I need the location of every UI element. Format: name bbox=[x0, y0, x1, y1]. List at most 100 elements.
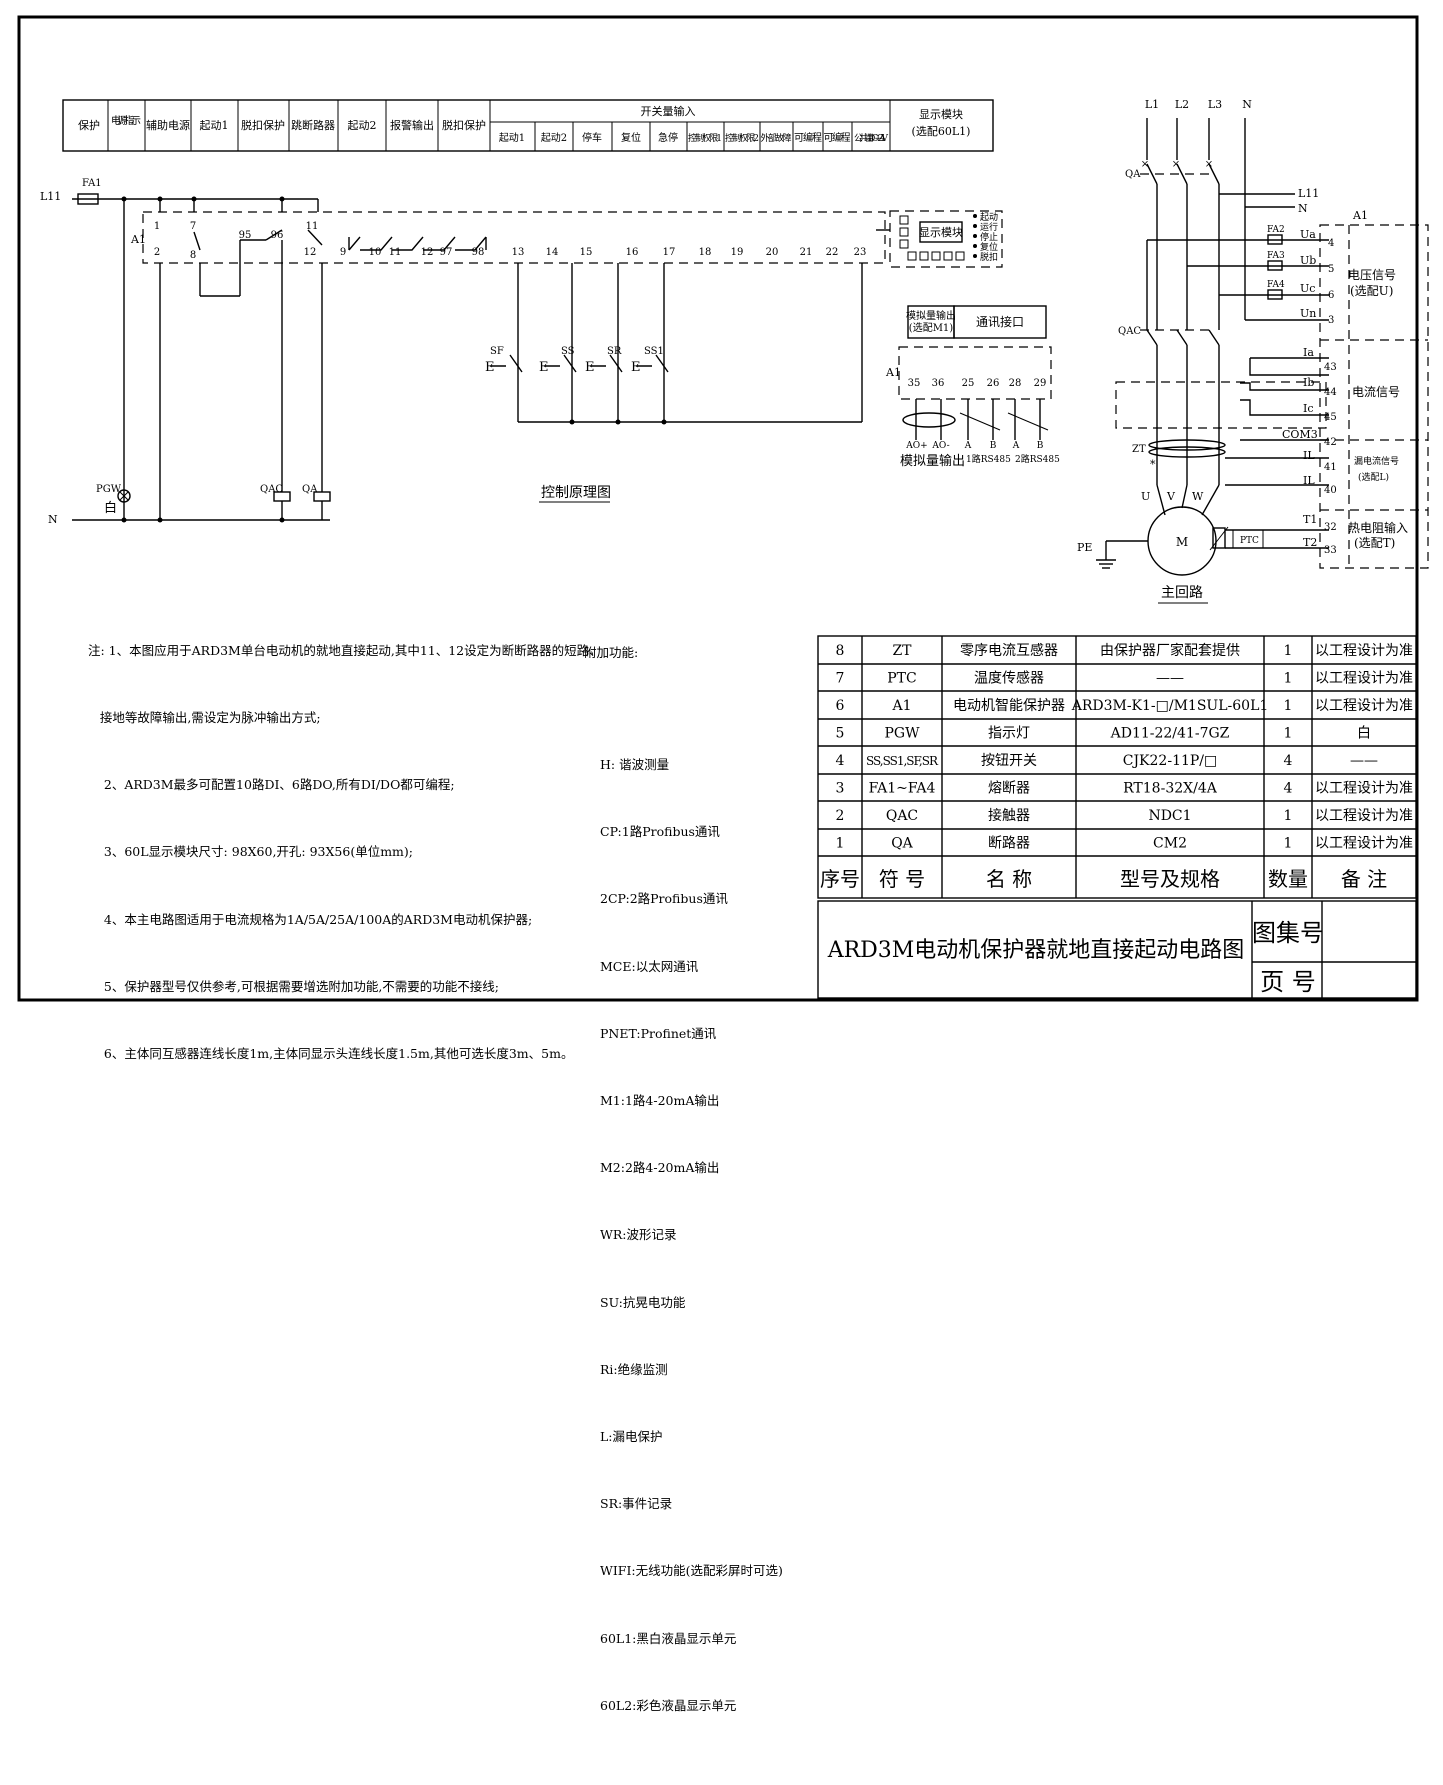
grp-leakage-option: (选配L) bbox=[1358, 471, 1389, 483]
bom-cell-symbol: ZT bbox=[892, 643, 912, 659]
bom-cell-no: 3 bbox=[836, 781, 845, 797]
function-item: SU:抗晃电功能 bbox=[600, 1294, 686, 1310]
circuit-drawing-sheet: 保护 电源指示 辅助电源 起动1 脱扣保护 跳断路器 起动2 报警输出 脱扣保护… bbox=[17, 15, 1429, 1002]
drawing-title: ARD3M电动机保护器就地直接起动电路图 bbox=[827, 938, 1245, 963]
sig-num-6: 6 bbox=[1328, 290, 1334, 301]
svg-text:×: × bbox=[1141, 159, 1149, 170]
ctl-fa1-label: FA1 bbox=[82, 178, 102, 189]
hdr-col-trip-protect-2: 脱扣保护 bbox=[442, 118, 486, 132]
bom-cell-name: 零序电流互感器 bbox=[960, 642, 1058, 659]
function-item: 60L2:彩色液晶显示单元 bbox=[600, 1697, 737, 1713]
bom-cell-no: 6 bbox=[836, 698, 845, 714]
hdr-display-option: (选配60L1) bbox=[912, 125, 971, 138]
bom-cell-remark: 白 bbox=[1357, 726, 1371, 742]
term-top-96: 96 bbox=[271, 230, 284, 241]
sig-left-il2: IL bbox=[1303, 474, 1315, 487]
hdr-sub-control-right1: 控制权限1 bbox=[688, 132, 722, 144]
bom-cell-remark: 以工程设计为准 bbox=[1315, 643, 1413, 659]
comm-term-36: 36 bbox=[932, 378, 945, 389]
main-circuit-title: 主回路 bbox=[1161, 585, 1203, 601]
term-bot-17: 17 bbox=[663, 247, 676, 258]
bom-cell-model: NDC1 bbox=[1148, 808, 1191, 824]
header-table: 保护 电源指示 辅助电源 起动1 脱扣保护 跳断路器 起动2 报警输出 脱扣保护… bbox=[62, 99, 994, 152]
ctl-sr-label: SR bbox=[607, 346, 622, 357]
bom-cell-model: CJK22-11P/□ bbox=[1123, 753, 1218, 769]
comm-term-29: 29 bbox=[1034, 378, 1047, 389]
note-line: 注: 1、本图应用于ARD3M单台电动机的就地直接起动,其中11、12设定为断断… bbox=[88, 642, 602, 658]
hdr-col-protect: 保护 bbox=[78, 118, 100, 132]
bom-cell-model: AD11-22/41-7GZ bbox=[1110, 726, 1230, 742]
term-bot-14: 14 bbox=[546, 247, 559, 258]
main-fa4-label: FA4 bbox=[1267, 280, 1285, 290]
hdr-sub-control-right2: 控制权限2 bbox=[725, 132, 759, 144]
main-fa2-label: FA2 bbox=[1267, 225, 1285, 235]
hdr-display-module: 显示模块 bbox=[919, 108, 963, 121]
comm-analog-box: 模拟量输出 bbox=[906, 309, 956, 322]
note-line: 4、本主电路图适用于电流规格为1A/5A/25A/100A的ARD3M电动机保护… bbox=[88, 911, 533, 927]
function-item: M1:1路4-20mA输出 bbox=[600, 1092, 720, 1108]
term-bot-19: 19 bbox=[731, 247, 744, 258]
control-diagram-title: 控制原理图 bbox=[541, 485, 611, 501]
function-item: 2CP:2路Profibus通讯 bbox=[600, 891, 728, 907]
note-line: 3、60L显示模块尺寸: 98X60,开孔: 93X56(单位mm); bbox=[88, 844, 413, 860]
bom-hdr-symbol: 符 号 bbox=[879, 867, 925, 891]
bom-hdr-no: 序号 bbox=[820, 867, 860, 891]
hdr-sub-stop: 停车 bbox=[582, 131, 602, 144]
hdr-sub-reset: 复位 bbox=[621, 131, 641, 144]
functions-title: 附加功能: bbox=[584, 644, 639, 660]
sig-left-un: Un bbox=[1300, 307, 1316, 320]
bom-cell-name: 断路器 bbox=[988, 836, 1030, 852]
sig-num-43: 43 bbox=[1324, 362, 1337, 373]
comm-sub-a1: A bbox=[964, 441, 972, 451]
hdr-group-switch-input: 开关量输入 bbox=[641, 104, 696, 118]
bom-cell-name: 熔断器 bbox=[988, 781, 1030, 797]
bom-cell-qty: 1 bbox=[1284, 643, 1293, 659]
bom-cell-no: 2 bbox=[836, 808, 845, 824]
main-star-marker: * bbox=[1150, 458, 1156, 471]
comm-analog-output-label: 模拟量输出 bbox=[900, 453, 965, 469]
additional-functions: 附加功能: H: 谐波测量 CP:1路Profibus通讯 2CP:2路Prof… bbox=[584, 597, 783, 1785]
function-item: MCE:以太网通讯 bbox=[600, 958, 699, 974]
hdr-col-start1: 起动1 bbox=[200, 119, 229, 132]
bom-cell-remark: 以工程设计为准 bbox=[1315, 698, 1413, 714]
main-qa-label: QA bbox=[1125, 169, 1141, 180]
bom-cell-no: 7 bbox=[836, 671, 845, 687]
sig-num-3: 3 bbox=[1328, 315, 1334, 326]
comm-term-35: 35 bbox=[908, 378, 921, 389]
sig-num-45: 45 bbox=[1324, 412, 1337, 423]
led-reset: 复位 bbox=[980, 241, 998, 253]
ctl-pgw-label: PGW bbox=[96, 484, 122, 495]
comm-term-28: 28 bbox=[1009, 378, 1022, 389]
hdr-sub-start2: 起动2 bbox=[541, 132, 567, 144]
bom-cell-model: CM2 bbox=[1153, 836, 1187, 852]
function-item: L:漏电保护 bbox=[600, 1429, 663, 1445]
term-bot-9: 9 bbox=[340, 247, 346, 258]
phase-l3: L3 bbox=[1208, 98, 1222, 111]
led-stop: 停止 bbox=[980, 231, 998, 243]
term-top-7: 7 bbox=[190, 221, 196, 232]
note-line: 5、保护器型号仅供参考,可根据需要增选附加功能,不需要的功能不接线; bbox=[88, 978, 500, 994]
sig-num-4: 4 bbox=[1328, 238, 1334, 249]
bom-hdr-qty: 数量 bbox=[1268, 867, 1308, 891]
display-module-box bbox=[889, 210, 1003, 268]
note-line: 6、主体同互感器连线长度1m,主体同显示头连线长度1.5m,其他可选长度3m、5… bbox=[88, 1046, 574, 1062]
function-item: SR:事件记录 bbox=[600, 1496, 673, 1512]
main-fa3-label: FA3 bbox=[1267, 251, 1285, 261]
main-ptc-label: PTC bbox=[1240, 536, 1259, 546]
bom-cell-model: 由保护器厂家配套提供 bbox=[1100, 642, 1240, 659]
bom-cell-symbol: PTC bbox=[887, 671, 916, 687]
sig-num-42: 42 bbox=[1324, 437, 1337, 448]
svg-text:×: × bbox=[1172, 159, 1180, 170]
main-v-label: V bbox=[1166, 490, 1176, 503]
term-bot-98: 98 bbox=[472, 247, 485, 258]
main-motor-label: M bbox=[1176, 535, 1188, 549]
term-bot-15: 15 bbox=[580, 247, 593, 258]
sig-left-com3: COM3 bbox=[1282, 428, 1318, 441]
ctl-ss1-label: SS1 bbox=[644, 346, 664, 357]
ctl-l11-label: L11 bbox=[40, 190, 61, 203]
ctl-n-label: N bbox=[48, 513, 58, 526]
grp-voltage-signal: 电压信号 bbox=[1348, 268, 1396, 282]
grp-leakage-signal: 漏电流信号 bbox=[1354, 455, 1399, 467]
bom-cell-symbol: QAC bbox=[886, 808, 918, 824]
